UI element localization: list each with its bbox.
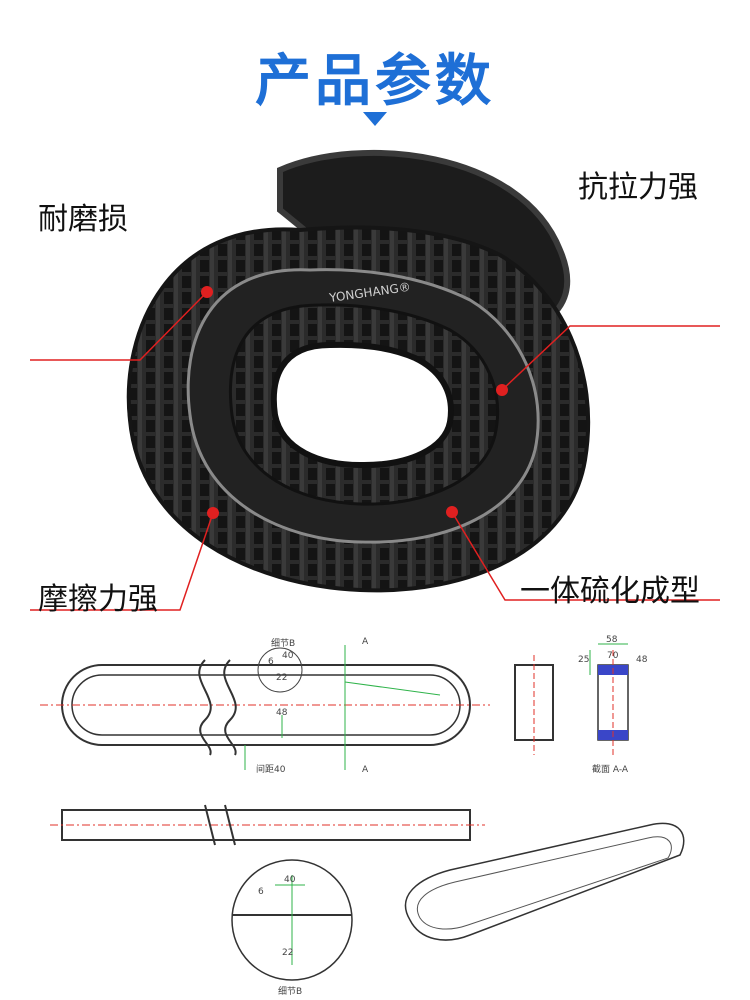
detail-b-label: 细节B bbox=[271, 637, 295, 649]
section-a-top: A bbox=[362, 637, 369, 647]
callout-wear-resistant: 耐磨损 bbox=[38, 202, 128, 237]
detail-6: 6 bbox=[258, 887, 264, 897]
section-a-a bbox=[589, 643, 629, 755]
callout-tensile-strength: 抗拉力强 bbox=[578, 170, 698, 205]
section-dim-58: 58 bbox=[606, 635, 618, 645]
section-label: 截面 A-A bbox=[592, 763, 629, 775]
detail-small-6: 6 bbox=[268, 657, 274, 667]
detail-b-circle bbox=[231, 859, 353, 981]
detail-22: 22 bbox=[282, 948, 293, 958]
page-title: 产品参数 bbox=[255, 49, 495, 114]
belt-illustration: YONGHANG® 耐磨损 抗拉力强 摩擦力强 一体硫化成型 bbox=[0, 130, 750, 620]
detail-small-40: 40 bbox=[282, 651, 294, 661]
technical-drawings: 细节B A A 间距40 48 22 6 40 58 25 48 70 截面 A… bbox=[0, 620, 750, 1000]
belt-side-drawing bbox=[40, 645, 490, 770]
section-dim-70: 70 bbox=[607, 651, 619, 661]
callout-friction-strength: 摩擦力强 bbox=[38, 582, 158, 617]
belt-3d-wireframe bbox=[404, 822, 685, 941]
drawing-sheet: 细节B A A 间距40 48 22 6 40 58 25 48 70 截面 A… bbox=[40, 635, 685, 997]
belt-photo: YONGHANG® bbox=[30, 149, 720, 611]
section-dim-25: 25 bbox=[578, 655, 589, 665]
detail-40: 40 bbox=[284, 875, 296, 885]
spacing-label: 间距40 bbox=[256, 763, 286, 775]
section-a-bottom: A bbox=[362, 765, 369, 775]
belt-end-view bbox=[514, 655, 554, 755]
section-dim-48: 48 bbox=[636, 655, 648, 665]
down-arrow-icon bbox=[363, 112, 387, 126]
belt-top-view bbox=[50, 804, 485, 846]
detail-b-bottom: 细节B bbox=[278, 985, 302, 997]
detail-small-22: 22 bbox=[276, 673, 287, 683]
callout-vulcanized: 一体硫化成型 bbox=[520, 574, 700, 609]
height-label: 48 bbox=[276, 708, 288, 718]
